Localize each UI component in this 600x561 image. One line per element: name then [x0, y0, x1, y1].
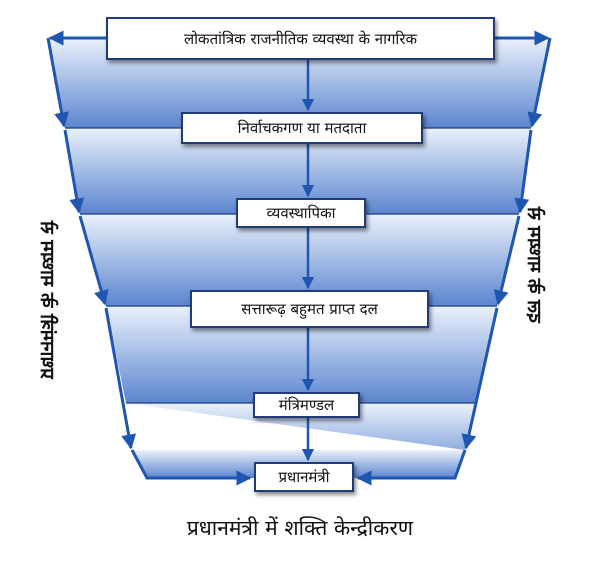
- side-label-left-container: प्रधानमंत्री के माध्यम से: [6, 150, 90, 450]
- band-2: [65, 128, 531, 214]
- left-edge-bottom: [130, 449, 252, 486]
- left-edge-seg-4: [104, 307, 137, 450]
- diagram-caption: प्रधानमंत्री में शक्ति केन्द्रीकरण: [186, 516, 414, 540]
- left-edge-seg-3: [78, 215, 109, 306]
- right-edge-seg-3: [493, 215, 521, 306]
- right-edge-seg-1: [527, 37, 552, 128]
- left-edge-arrows: [46, 37, 252, 486]
- box-ruling-party: सत्तारूढ़ बहुमत प्राप्त दल: [190, 290, 429, 328]
- right-edge-bottom: [356, 449, 467, 486]
- box-citizens: लोकतांत्रिक राजनीतिक व्यवस्था के नागरिक: [106, 17, 495, 60]
- box-electorate: निर्वाचकगण या मतदाता: [181, 112, 423, 144]
- left-edge-seg-1: [46, 37, 69, 128]
- band-4: [106, 306, 497, 403]
- box-legislature: व्यवस्थापिका: [236, 198, 366, 228]
- side-label-right: दल के माध्यम से: [523, 206, 545, 324]
- box-prime-minister: प्रधानमंत्री: [254, 462, 354, 492]
- box-cabinet: मंत्रिमण्डल: [253, 392, 360, 418]
- side-label-left: प्रधानमंत्री के माध्यम से: [36, 221, 58, 379]
- right-edge-seg-4: [461, 307, 499, 450]
- left-edge-seg-2: [63, 129, 85, 214]
- band-3: [80, 214, 519, 306]
- side-label-right-container: दल के माध्यम से: [505, 180, 565, 350]
- funnel-bands: [48, 38, 550, 478]
- right-edge-arrows: [356, 37, 552, 486]
- right-edge-seg-2: [514, 129, 533, 214]
- band-1: [48, 38, 550, 128]
